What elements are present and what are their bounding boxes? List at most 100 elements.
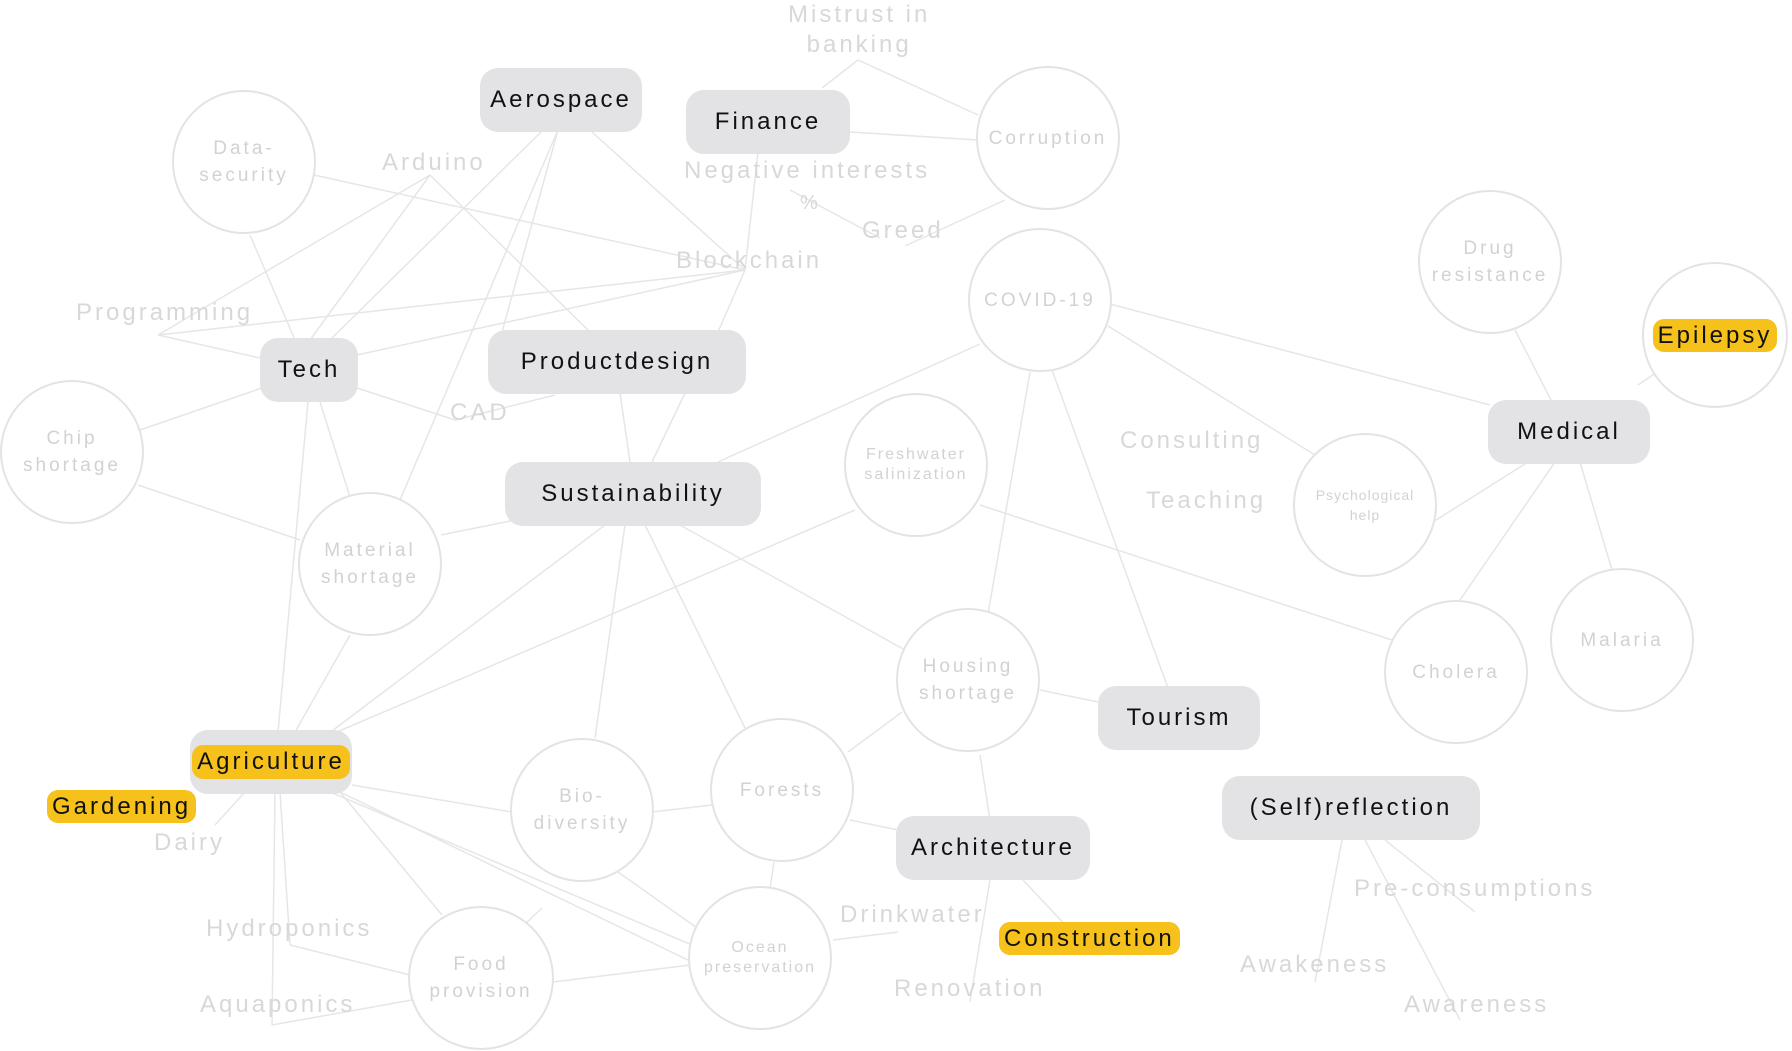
node-label: Aerospace: [490, 86, 632, 113]
edge: [617, 871, 701, 931]
node-productdesign[interactable]: Productdesign: [488, 330, 746, 394]
label-mistrust-in-banking: Mistrust in banking: [788, 1, 931, 58]
edge: [157, 334, 261, 359]
node-label: Freshwater salinization: [864, 446, 968, 483]
edge: [271, 999, 413, 1026]
edge: [157, 174, 431, 336]
node-malaria: Malaria: [1550, 568, 1694, 712]
node-label-highlighted: Agriculture: [195, 748, 347, 776]
label-dairy: Dairy: [154, 829, 226, 856]
label-gardening-highlighted: Gardening: [50, 793, 194, 820]
node-material-shortage: Material shortage: [298, 492, 442, 636]
node-label: Forests: [739, 779, 825, 801]
label-construction-highlighted: Construction: [1002, 925, 1177, 952]
edge: [313, 174, 746, 271]
label-construction: Construction: [1002, 924, 1177, 954]
edge: [440, 519, 516, 536]
node-label: Chip shortage: [23, 428, 121, 476]
node-label: Bio- diversity: [533, 786, 631, 834]
node-label: Housing shortage: [919, 656, 1017, 704]
edge: [271, 791, 276, 1026]
edge: [987, 371, 1031, 615]
node-label: Drug resistance: [1431, 238, 1549, 286]
edge: [717, 269, 746, 333]
node-label: Cholera: [1412, 661, 1500, 683]
edge: [1432, 461, 1529, 523]
node-agriculture[interactable]: Agriculture: [190, 730, 352, 794]
node-label: (Self)reflection: [1249, 794, 1453, 821]
node-sustainability[interactable]: Sustainability: [505, 462, 761, 526]
node-label: Tourism: [1126, 704, 1232, 731]
node-aerospace[interactable]: Aerospace: [480, 68, 642, 132]
edge: [789, 189, 881, 239]
label-gardening: Gardening: [50, 792, 194, 822]
label-pre-consumptions: Pre-consumptions: [1354, 875, 1596, 902]
edge: [454, 394, 556, 421]
edge: [979, 754, 991, 821]
node-tourism[interactable]: Tourism: [1098, 686, 1260, 750]
edge: [594, 524, 626, 739]
node-data-security: Data- security: [172, 90, 316, 234]
edge: [591, 131, 746, 271]
edge: [279, 791, 291, 946]
node-covid: COVID-19: [968, 228, 1112, 372]
edge: [1109, 303, 1491, 406]
node-label: Tech: [277, 356, 341, 383]
node-medical[interactable]: Medical: [1488, 400, 1650, 464]
label-consulting: Consulting: [1120, 427, 1264, 454]
edge: [717, 343, 981, 463]
edge: [351, 784, 513, 813]
edge: [501, 129, 559, 333]
edge: [832, 931, 899, 941]
edge: [857, 59, 979, 116]
node-forests: Forests: [710, 718, 854, 862]
label-blockchain: Blockchain: [676, 247, 823, 274]
node-label: Material shortage: [321, 540, 419, 588]
node-label: Sustainability: [541, 480, 725, 507]
edge: [1384, 839, 1476, 913]
edge: [1022, 879, 1071, 931]
edge: [904, 199, 1006, 247]
node-selfreflection[interactable]: (Self)reflection: [1222, 776, 1480, 840]
edge: [329, 509, 856, 736]
node-cholera: Cholera: [1384, 600, 1528, 744]
edge: [277, 401, 309, 733]
label-teaching: Teaching: [1146, 487, 1267, 514]
node-architecture[interactable]: Architecture: [896, 816, 1090, 880]
edge: [309, 174, 431, 341]
label-percent: %: [800, 192, 821, 214]
edge: [849, 131, 979, 141]
edge: [1107, 325, 1316, 456]
edge: [1051, 369, 1169, 689]
edge: [319, 401, 351, 498]
edge: [821, 59, 859, 89]
label-negative-interests: Negative interests: [684, 157, 931, 184]
edge: [619, 392, 631, 463]
edge: [139, 387, 263, 431]
edge: [137, 484, 301, 541]
node-biodiversity: Bio- diversity: [510, 738, 654, 882]
edge: [651, 804, 713, 813]
label-renovation: Renovation: [894, 975, 1046, 1002]
node-label: Productdesign: [520, 348, 714, 375]
node-tech[interactable]: Tech: [260, 338, 358, 402]
edge: [979, 504, 1393, 641]
node-finance[interactable]: Finance: [686, 90, 850, 154]
node-label: Medical: [1517, 418, 1621, 445]
edge: [399, 129, 559, 501]
edge: [289, 944, 411, 976]
edge: [429, 174, 591, 333]
edge: [356, 387, 456, 421]
edge: [329, 791, 693, 946]
label-cad: CAD: [450, 399, 510, 426]
edge: [849, 819, 899, 831]
node-label-highlighted: Epilepsy: [1655, 321, 1775, 349]
node-label: Ocean preservation: [703, 939, 817, 976]
node-label: Psychological help: [1315, 487, 1415, 523]
label-arduino: Arduino: [382, 149, 486, 176]
node-label: Corruption: [988, 127, 1108, 149]
edge: [1314, 839, 1343, 983]
edge: [969, 879, 991, 1003]
